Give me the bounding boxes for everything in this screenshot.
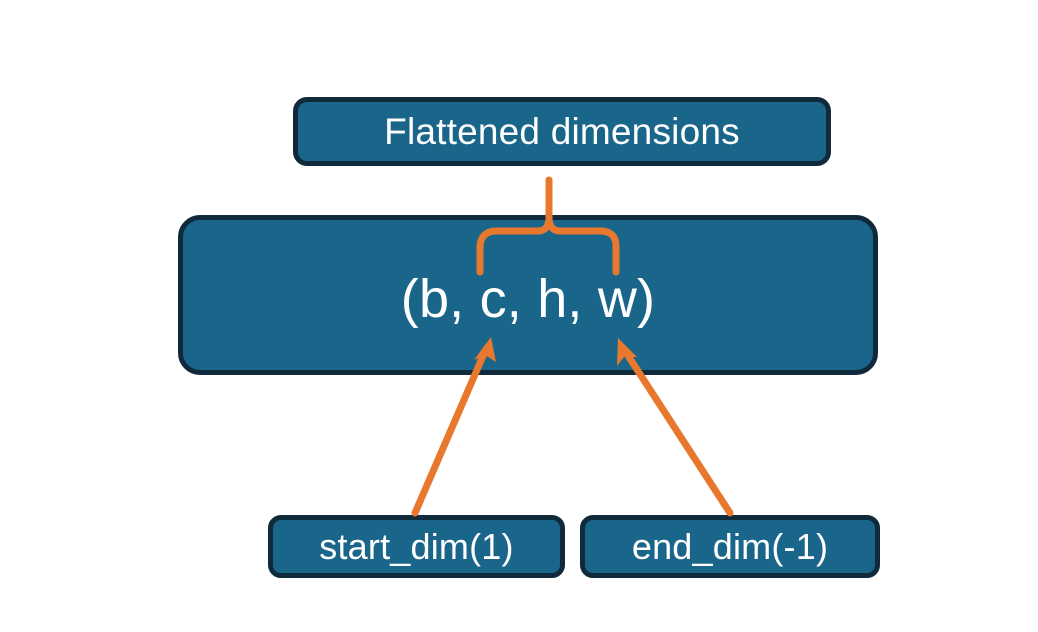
tensor-shape-label: (b, c, h, w) [400, 269, 656, 329]
end-dim-node: end_dim(-1) [580, 515, 880, 578]
flattened-dimensions-label: Flattened dimensions [384, 110, 740, 152]
end-dim-label: end_dim(-1) [631, 525, 829, 567]
start-dim-node: start_dim(1) [268, 515, 565, 578]
flattened-dimensions-node: Flattened dimensions [293, 97, 831, 166]
start-dim-label: start_dim(1) [319, 525, 514, 567]
tensor-shape-node: (b, c, h, w) [178, 215, 878, 375]
